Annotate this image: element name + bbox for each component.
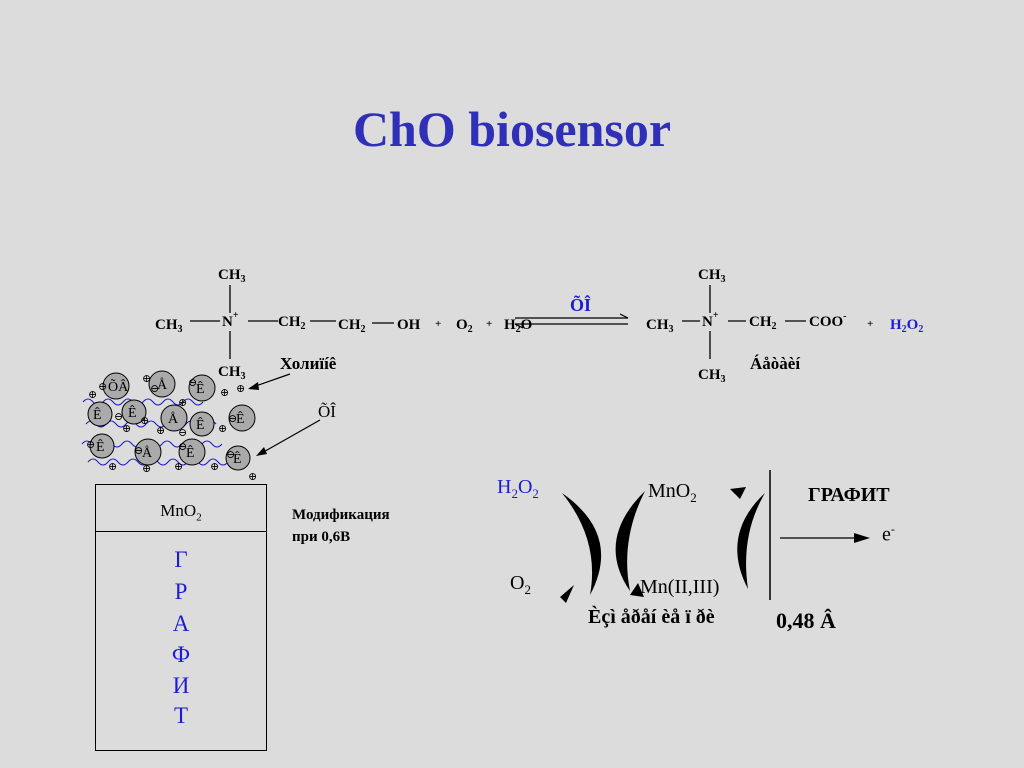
graphite-letter-6: Т [173, 703, 189, 728]
betaine-ch2: CH2 [749, 314, 777, 332]
redox-mechanism [560, 470, 870, 603]
svg-text:Ê: Ê [93, 406, 102, 423]
graphite-letter-1: Г [174, 547, 188, 572]
slide-title: ChO biosensor [352, 101, 672, 157]
betaine-label: Áåòàèí [750, 354, 800, 373]
mechanism-mno2: MnO2 [648, 480, 697, 505]
svg-text:⊖: ⊖ [178, 427, 187, 439]
svg-text:⊖: ⊖ [150, 383, 159, 395]
svg-text:⊖: ⊖ [228, 413, 237, 425]
betaine-left-methyl: CH3 [646, 317, 674, 335]
svg-text:⊕: ⊕ [140, 415, 149, 427]
svg-text:⊕: ⊕ [178, 397, 187, 409]
potential-label: Èçì åðåí èå ï ðè [588, 606, 715, 628]
enzyme-particle-cluster: ÕÂ Å Ê Ê Ê Å Ê Ê Ê Å Ê Ê ⊕⊖ ⊕⊖ ⊖⊕ ⊕⊕ ⊖⊕ … [81, 370, 257, 483]
svg-text:⊕: ⊕ [236, 383, 245, 395]
label-pointers [248, 373, 321, 456]
svg-text:⊕: ⊕ [142, 373, 151, 385]
oxygen-reactant: O2 [456, 317, 473, 335]
mechanism-graphite-label: ГРАФИТ [808, 484, 890, 506]
graphite-letter-5: И [172, 673, 190, 698]
choline-label: Холиïíê [280, 354, 337, 373]
svg-text:⊕: ⊕ [156, 425, 165, 437]
mechanism-o2: O2 [510, 572, 531, 597]
mno2-layer: MnO2 [96, 485, 266, 532]
graphite-electrode: MnO2 Г Р А Ф И Т [95, 484, 267, 751]
svg-text:⊖: ⊖ [134, 445, 143, 457]
svg-text:Ê: Ê [233, 450, 242, 467]
potential-value: 0,48 Â [776, 608, 836, 633]
svg-text:Å: Å [168, 411, 179, 427]
svg-text:⊕: ⊕ [210, 461, 219, 473]
mechanism-h2o2: H2O2 [497, 476, 539, 501]
svg-text:⊕: ⊕ [220, 387, 229, 399]
svg-text:⊖: ⊖ [178, 441, 187, 453]
svg-text:Ê: Ê [236, 410, 245, 427]
peroxide-product: H2O2 [890, 317, 923, 335]
plus-sign-3: + [867, 318, 873, 330]
svg-text:⊖: ⊖ [86, 439, 95, 451]
betaine-bottom-methyl: CH3 [698, 367, 726, 385]
graphite-letter-2: Р [174, 579, 188, 604]
svg-text:⊕: ⊕ [88, 389, 97, 401]
graphite-letter-4: Ф [171, 642, 191, 667]
mechanism-electron: e- [882, 522, 895, 546]
svg-text:⊖: ⊖ [98, 381, 107, 393]
svg-text:Å: Å [142, 445, 153, 461]
betaine-carboxylate: COO- [809, 311, 847, 330]
plus-sign-2: + [486, 318, 492, 330]
choline-top-methyl: CH3 [218, 267, 246, 285]
svg-text:Ê: Ê [196, 416, 205, 433]
betaine-nitrogen: N+ [702, 310, 719, 330]
svg-text:ÕÂ: ÕÂ [108, 378, 129, 395]
svg-text:⊖: ⊖ [226, 449, 235, 461]
svg-text:⊕: ⊕ [248, 471, 257, 483]
svg-text:Ê: Ê [96, 438, 105, 455]
svg-text:Å: Å [157, 377, 168, 393]
enzyme-label-cluster: ÕÎ [318, 402, 336, 421]
svg-text:Ê: Ê [128, 404, 137, 421]
graphite-letter-3: А [172, 611, 190, 636]
plus-sign-1: + [435, 318, 441, 330]
svg-text:Ê: Ê [196, 380, 205, 397]
choline-ch2-b: CH2 [338, 317, 366, 335]
modification-note: Модификация при 0,6В [292, 507, 390, 545]
svg-text:⊕: ⊕ [218, 423, 227, 435]
svg-text:⊕: ⊕ [174, 461, 183, 473]
choline-bottom-methyl: CH3 [218, 364, 246, 382]
choline-hydroxyl: OH [397, 317, 421, 333]
svg-text:⊖: ⊖ [114, 411, 123, 423]
svg-text:⊖: ⊖ [188, 377, 197, 389]
reaction-scheme: CH3 CH3 N+ CH2 CH2 OH CH3 + O2 + H2O ÕÎ … [155, 267, 923, 385]
svg-text:⊕: ⊕ [122, 423, 131, 435]
enzyme-label-reaction: ÕÎ [570, 294, 591, 315]
svg-text:⊕: ⊕ [142, 463, 151, 475]
betaine-top-methyl: CH3 [698, 267, 726, 285]
water-reactant: H2O [504, 317, 532, 335]
choline-ch2-a: CH2 [278, 314, 306, 332]
choline-nitrogen: N+ [222, 310, 239, 330]
svg-text:⊕: ⊕ [108, 461, 117, 473]
mechanism-mn-reduced: Mn(II,III) [640, 576, 720, 598]
svg-text:Ê: Ê [186, 444, 195, 461]
choline-left-methyl: CH3 [155, 317, 183, 335]
